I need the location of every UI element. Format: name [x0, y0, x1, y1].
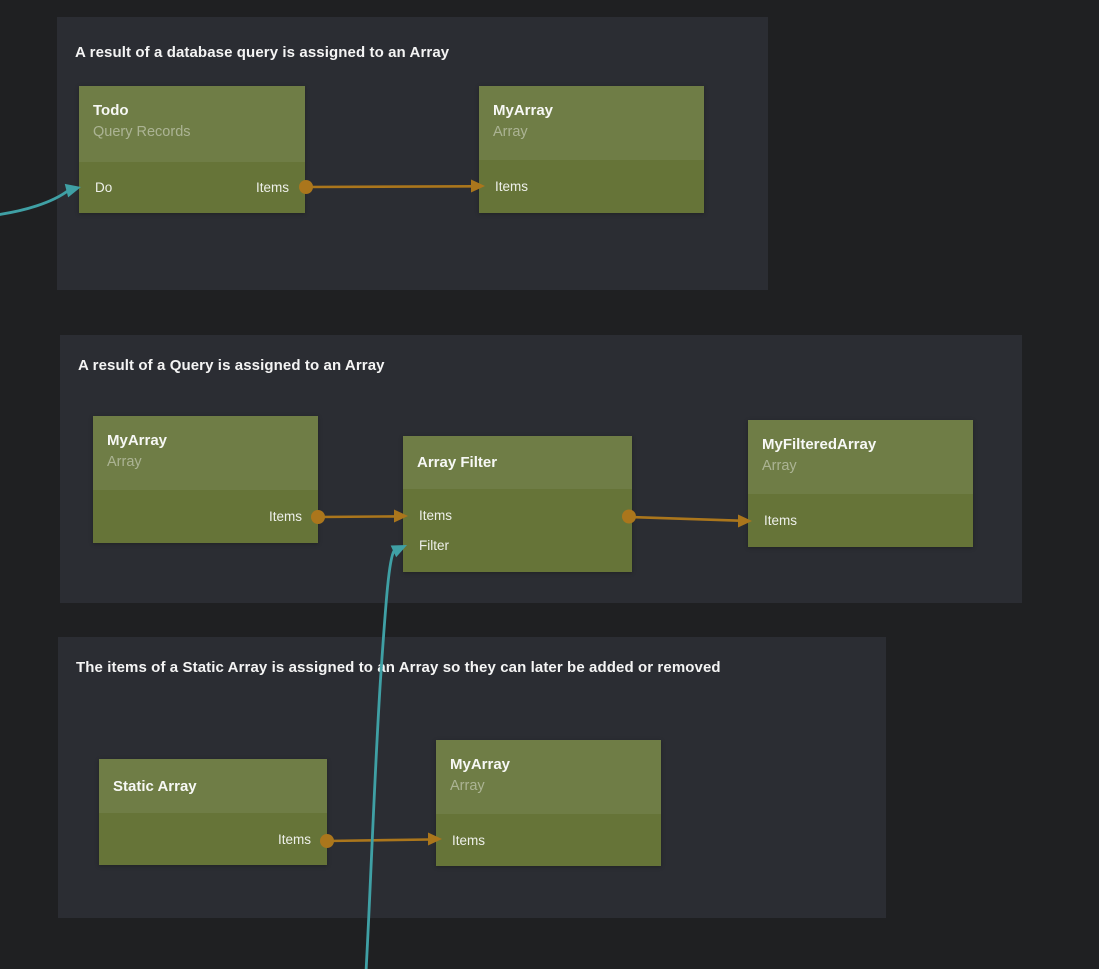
node-header: Static Array: [99, 759, 327, 813]
input-arrowhead-myfilteredarray-items[interactable]: [738, 514, 752, 528]
comment-panel-query-filter[interactable]: A result of a Query is assigned to an Ar…: [60, 335, 1022, 603]
node-title: Static Array: [113, 777, 197, 795]
wire-staticarray-items-to-myarray-items[interactable]: [326, 838, 430, 843]
input-arrowhead-myarray-items[interactable]: [471, 179, 485, 193]
node-title: Todo: [93, 102, 129, 119]
node-body: Items: [748, 494, 973, 547]
panel-title: A result of a database query is assigned…: [75, 44, 450, 61]
port-row: Do Items: [79, 173, 305, 203]
input-port-items[interactable]: Items: [419, 508, 453, 523]
wire-todo-items-to-myarray-items[interactable]: [305, 185, 473, 189]
node-body: Items: [479, 160, 704, 213]
node-subtitle: Array: [450, 778, 485, 794]
node-header: Todo Query Records: [79, 86, 305, 162]
output-port-items[interactable]: Items: [255, 180, 289, 195]
node-array-filter[interactable]: Array Filter Items Filter: [403, 436, 632, 572]
node-todo[interactable]: Todo Query Records Do Items: [79, 86, 305, 213]
input-arrowhead-arrayfilter-filter[interactable]: [390, 539, 410, 558]
node-title: MyArray: [493, 102, 554, 119]
input-port-items[interactable]: Items: [495, 179, 529, 194]
panel-title: A result of a Query is assigned to an Ar…: [78, 357, 385, 374]
port-row: Items: [479, 172, 704, 202]
input-arrowhead-todo-do[interactable]: [64, 180, 83, 198]
port-row: Items: [748, 506, 973, 536]
input-port-items[interactable]: Items: [764, 513, 798, 528]
node-header: Array Filter: [403, 436, 632, 489]
node-header: MyFilteredArray Array: [748, 420, 973, 494]
node-body: Items: [93, 490, 318, 543]
comment-panel-database-query[interactable]: A result of a database query is assigned…: [57, 17, 768, 290]
node-subtitle: Array: [107, 454, 142, 470]
node-title: MyArray: [450, 756, 511, 773]
input-arrowhead-myarray-static-items[interactable]: [428, 832, 442, 846]
node-body: Items Filter: [403, 489, 632, 572]
port-row: Items: [403, 501, 632, 531]
port-row: Items: [93, 502, 318, 532]
node-title: MyFilteredArray: [762, 436, 877, 453]
node-header: MyArray Array: [436, 740, 661, 814]
port-row: Items: [436, 825, 661, 855]
node-static-array[interactable]: Static Array Items: [99, 759, 327, 865]
wire-external-to-todo-do[interactable]: [0, 188, 70, 216]
port-row: Filter: [403, 531, 632, 561]
wire-external-to-arrayfilter-filter[interactable]: [364, 550, 396, 969]
input-arrowhead-arrayfilter-items[interactable]: [394, 509, 408, 523]
node-body: Items: [436, 814, 661, 866]
output-port-dot-arrayfilter[interactable]: [622, 509, 636, 524]
input-port-do[interactable]: Do: [95, 180, 113, 195]
node-myarray-static[interactable]: MyArray Array Items: [436, 740, 661, 866]
node-subtitle: Array: [762, 458, 797, 474]
output-port-items[interactable]: Items: [277, 831, 311, 847]
output-port-items[interactable]: Items: [268, 509, 302, 524]
node-subtitle: Array: [493, 124, 528, 140]
node-myarray-query[interactable]: MyArray Array Items: [479, 86, 704, 213]
node-title: MyArray: [107, 432, 168, 449]
wire-myarray-items-to-arrayfilter-items[interactable]: [317, 515, 396, 519]
port-row: Items: [99, 824, 327, 854]
node-myfilteredarray[interactable]: MyFilteredArray Array Items: [748, 420, 973, 547]
comment-panel-static-array[interactable]: The items of a Static Array is assigned …: [58, 637, 886, 918]
node-header: MyArray Array: [479, 86, 704, 160]
node-body: Do Items: [79, 162, 305, 213]
node-title: Array Filter: [417, 454, 498, 471]
node-header: MyArray Array: [93, 416, 318, 490]
panel-title: The items of a Static Array is assigned …: [76, 659, 721, 676]
input-port-items[interactable]: Items: [452, 832, 486, 848]
wire-arrayfilter-to-myfilteredarray-items[interactable]: [628, 515, 741, 522]
input-port-filter[interactable]: Filter: [419, 538, 449, 553]
node-myarray-source[interactable]: MyArray Array Items: [93, 416, 318, 543]
node-body: Items: [99, 813, 327, 865]
node-subtitle: Query Records: [93, 124, 191, 140]
